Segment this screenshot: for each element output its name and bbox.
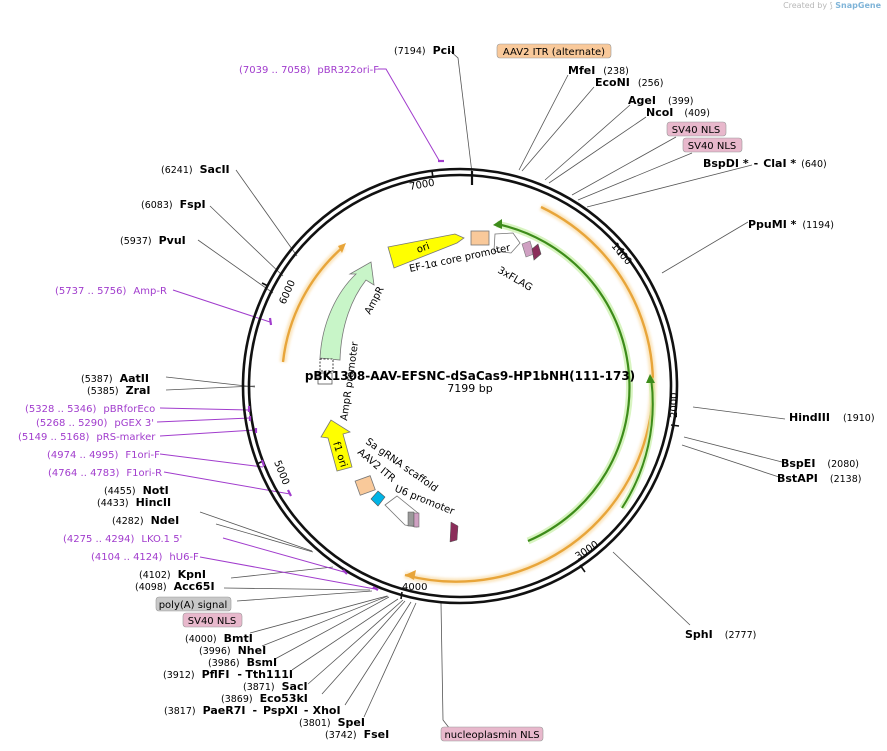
label-sv40-nls-1: SV40 NLS: [672, 125, 721, 136]
tick-4000: 4000: [402, 582, 427, 593]
primer-pbrforeco: (5328 .. 5346)pBRforEco: [25, 404, 155, 415]
flag-label: 3xFLAG: [496, 265, 535, 294]
enzyme-labels: (7194)PciI MfeI(238) EcoNI(256) AgeI(399…: [81, 44, 875, 741]
enzyme-bsmi: (3986)BsmI: [208, 656, 277, 669]
ori-label: ori: [415, 241, 431, 256]
primer-prs-marker: (5149 .. 5168)pRS-marker: [18, 432, 156, 443]
ef1a-promoter-arrow: [493, 232, 521, 254]
primer-pbr322ori-f: (7039 .. 7058)pBR322ori-F: [239, 65, 379, 76]
green-arc-small: [621, 377, 654, 509]
enzyme-pvui: (5937)PvuI: [120, 234, 186, 247]
primer-f1ori-r: (4764 .. 4783)F1ori-R: [48, 468, 162, 479]
enzyme-hindiii: HindIII(1910): [789, 411, 875, 424]
enzyme-hincii: (4433)HincII: [97, 496, 171, 509]
enzyme-bmti: (4000)BmtI: [185, 632, 253, 645]
enzyme-spei: (3801)SpeI: [299, 716, 365, 729]
primer-f1ori-f: (4974 .. 4995)F1ori-F: [47, 450, 160, 461]
label-aav2-itr-alternate: AAV2 ITR (alternate): [503, 47, 605, 58]
snapgene-credit: Created by ⟆ SnapGene: [783, 1, 881, 10]
green-arc-large: [496, 222, 631, 543]
snapgene-logo-icon: ⟆: [829, 1, 833, 10]
enzyme-ppumi: PpuMI *(1194): [748, 218, 834, 231]
enzyme-ndei: (4282)NdeI: [112, 514, 179, 527]
tick-5000: 5000: [271, 459, 291, 487]
orange-feature-arcs: [279, 203, 657, 586]
backbone-outer-ring: [241, 167, 679, 605]
enzyme-nhei: (3996)NheI: [199, 644, 266, 657]
primer-pgex3: (5268 .. 5290)pGEX 3': [36, 418, 154, 429]
plasmid-name: pBK1308-AAV-EFSNC-dSaCas9-HP1bNH(111-173…: [305, 369, 635, 383]
polya-block: [407, 511, 415, 527]
sv40-nls-block-bottom: [413, 512, 420, 528]
label-sv40-nls-3: SV40 NLS: [188, 616, 237, 627]
label-nucleoplasmin-nls: nucleoplasmin NLS: [444, 730, 539, 741]
enzyme-leader-lines: [165, 49, 786, 730]
enzyme-bspei: BspEI(2080): [781, 457, 859, 470]
enzyme-kpni: (4102)KpnI: [139, 568, 206, 581]
ampr-arrow: [319, 261, 375, 361]
aav2-itr-box: [354, 475, 376, 496]
enzyme-saci: (3871)SacI: [243, 680, 308, 693]
credit-prefix: Created by: [783, 1, 828, 10]
tick-2000: 2000: [669, 393, 680, 418]
enzyme-fspi: (6083)FspI: [141, 198, 206, 211]
plasmid-length: 7199 bp: [447, 382, 492, 395]
primer-labels: (7039 .. 7058)pBR322ori-F (5737 .. 5756)…: [18, 65, 379, 563]
ampr-promoter-end: [317, 372, 333, 385]
backbone-inner-ring: [247, 173, 673, 599]
f1-ori-arrow: [320, 419, 353, 472]
nucleoplasmin-block: [449, 521, 459, 543]
primer-marks: [247, 159, 444, 591]
nls-block-top: [531, 243, 542, 261]
enzyme-bspdi-clai: BspDI *-ClaI *(640): [703, 157, 827, 170]
tick-6000: 6000: [278, 278, 298, 306]
enzyme-zrai: (5385)ZraI: [87, 384, 151, 397]
enzyme-paer7i-pspxi-xhoi: (3817)PaeR7I-PspXI-XhoI: [164, 704, 341, 717]
enzyme-fsei: (3742)FseI: [325, 728, 389, 741]
boxed-feature-labels: AAV2 ITR (alternate) SV40 NLS SV40 NLS p…: [155, 43, 743, 742]
enzyme-noti: (4455)NotI: [104, 484, 169, 497]
enzyme-econi: EcoNI(256): [595, 76, 663, 89]
enzyme-agei: AgeI(399): [628, 94, 694, 107]
tick-7000: 7000: [409, 178, 436, 193]
primer-hu6-f: (4104 .. 4124)hU6-F: [91, 552, 199, 563]
itr-alt-box: [470, 230, 490, 246]
credit-brand: SnapGene: [835, 1, 881, 10]
orange-arc-left: [281, 246, 344, 363]
enzyme-acc65i: (4098)Acc65I: [135, 580, 215, 593]
enzyme-bstapi: BstAPI(2138): [777, 472, 861, 485]
enzyme-aatii: (5387)AatII: [81, 372, 149, 385]
ampr-promoter-block: [319, 358, 334, 372]
label-polya-signal: poly(A) signal: [159, 600, 228, 611]
ampr-label: AmpR: [363, 285, 387, 317]
enzyme-ncoi: NcoI(409): [646, 106, 710, 119]
enzyme-sacii: (6241)SacII: [161, 163, 230, 176]
primer-lko15: (4275 .. 4294)LKO.1 5': [63, 534, 182, 545]
enzyme-eco53ki: (3869)Eco53kI: [221, 692, 308, 705]
orange-arc-cas9: [404, 205, 655, 583]
enzyme-mfei: MfeI(238): [568, 64, 629, 77]
ori-arrow: [387, 233, 465, 269]
label-sv40-nls-2: SV40 NLS: [688, 141, 737, 152]
sa-grna-block: [370, 490, 386, 507]
primer-amp-r: (5737 .. 5756)Amp-R: [55, 286, 167, 297]
enzyme-pflfi-tth111i: (3912)PflFI-Tth111I: [163, 668, 293, 681]
enzyme-pcii: (7194)PciI: [394, 44, 455, 57]
green-feature-arcs: [493, 219, 656, 545]
enzyme-sphi: SphI(2777): [685, 628, 756, 641]
inner-features: ori EF-1α core promoter 3xFLAG AmpR AmpR…: [317, 230, 542, 543]
